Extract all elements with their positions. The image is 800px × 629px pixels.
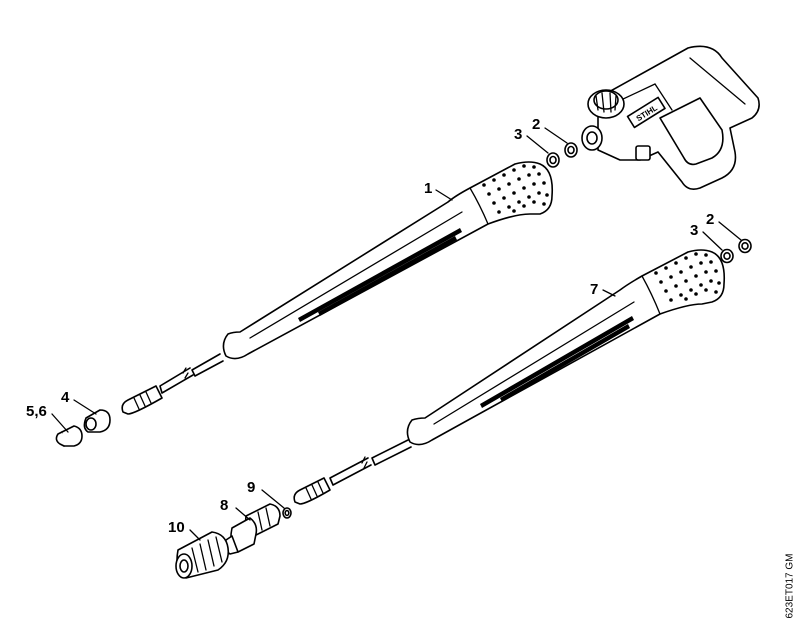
callout-10: 10	[168, 519, 185, 536]
nut[interactable]	[83, 409, 111, 433]
lance-lower-grip[interactable]	[406, 249, 726, 446]
callout-4: 4	[61, 389, 70, 406]
oring-right[interactable]	[738, 238, 752, 254]
drawing-code: 623ET017 GM	[784, 553, 796, 619]
callout-3-top: 3	[514, 126, 522, 143]
grip-dots-lower	[654, 252, 721, 302]
spray-gun[interactable]: STIHL	[581, 45, 760, 190]
fan-nozzle[interactable]	[55, 425, 83, 447]
grip-dots-upper	[482, 164, 549, 214]
lance-lower-connector	[293, 477, 331, 505]
leader-lines	[51, 127, 742, 541]
gun-swivel-knob	[587, 89, 625, 119]
oring-nozzle[interactable]	[282, 507, 292, 519]
nozzle-adapter[interactable]	[224, 503, 281, 555]
washer-right[interactable]	[720, 248, 734, 264]
lance-lower[interactable]	[293, 249, 726, 505]
callout-3-right: 3	[690, 222, 698, 239]
callout-2-right: 2	[706, 211, 714, 228]
washer-top[interactable]	[546, 152, 560, 168]
callout-7: 7	[590, 281, 598, 298]
callout-2-top: 2	[532, 116, 540, 133]
rotary-nozzle[interactable]	[175, 531, 230, 579]
callout-5-6: 5,6	[26, 403, 47, 420]
callout-8: 8	[220, 497, 228, 514]
gun-inlet-fitting	[581, 125, 651, 161]
lance-upper-connector	[121, 385, 163, 415]
lance-upper-tube	[159, 353, 224, 394]
callout-9: 9	[247, 479, 255, 496]
lance-upper-grip	[222, 161, 554, 360]
oring-top[interactable]	[564, 142, 578, 158]
callout-1: 1	[424, 180, 432, 197]
lance-lower-tube	[329, 439, 412, 486]
lance-upper[interactable]	[121, 161, 554, 415]
callouts: 1 2 3 2 3 7 4 5,6 9 8 10	[26, 116, 714, 536]
